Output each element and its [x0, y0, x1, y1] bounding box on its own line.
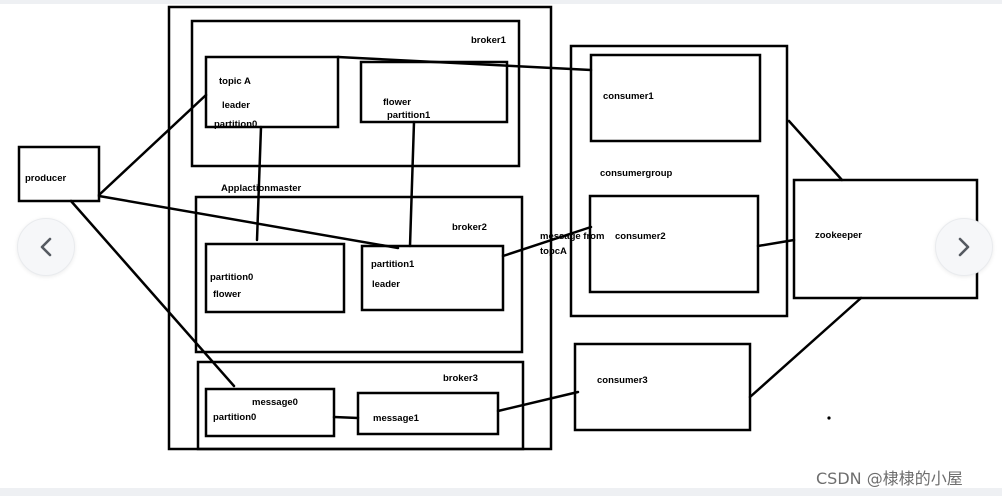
consumer2-to-zookeeper-line — [756, 238, 796, 248]
broker2-partition1-box — [360, 244, 505, 312]
stray-dot — [827, 416, 831, 420]
chevron-right-icon — [958, 237, 970, 257]
topca-label: topcA — [540, 246, 567, 257]
boxes — [17, 5, 979, 451]
topic-a-leader-label: leader — [222, 100, 250, 111]
broker2-partition0-box — [204, 242, 346, 314]
message1-to-consumer3-line — [496, 390, 580, 413]
consumer-group-to-zookeeper-line — [787, 119, 844, 182]
broker1-partition1-box — [359, 60, 509, 124]
message-from-label: message from — [540, 231, 604, 242]
partition0-replica-line — [255, 125, 263, 242]
broker2-title: broker2 — [452, 222, 487, 233]
broker2-flower-label: flower — [213, 289, 241, 300]
topic-a-label: topic A — [219, 76, 251, 87]
connectors — [69, 55, 863, 420]
message0-to-message1-line — [332, 415, 360, 420]
broker1-title: broker1 — [471, 35, 507, 46]
broker1-flower-label: flower — [383, 97, 411, 108]
consumer-group-label: consumergroup — [600, 168, 673, 179]
consumer3-box — [573, 342, 752, 432]
message0-box — [204, 387, 336, 438]
consumer2-box — [588, 194, 760, 294]
topic-a-partition0-box — [204, 55, 340, 129]
broker2-partition1-label: partition1 — [371, 259, 415, 270]
labels: producer Applactionmaster broker1 topic … — [25, 35, 862, 424]
broker2-box — [194, 195, 524, 354]
producer-to-topic-a-line — [97, 93, 208, 197]
producer-box — [17, 145, 101, 203]
broker2-partition0-label: partition0 — [210, 272, 253, 283]
partition1-to-consumer2-line — [501, 225, 593, 258]
broker1-partition1-label: partition1 — [387, 110, 431, 121]
topic-a-to-consumer1-line — [336, 55, 593, 72]
chevron-left-icon — [40, 237, 52, 257]
topic-a-partition0-label: partition0 — [214, 119, 257, 130]
consumer3-label: consumer3 — [597, 375, 648, 386]
message0-partition0-label: partition0 — [213, 412, 256, 423]
broker2-leader-label: leader — [372, 279, 400, 290]
zookeeper-label: zookeeper — [815, 230, 862, 241]
consumer3-to-zookeeper-line — [748, 296, 863, 399]
producer-to-message0-line — [69, 199, 236, 388]
top-border — [0, 0, 1002, 4]
consumer-group-box — [569, 44, 789, 318]
broker1-box — [190, 19, 521, 168]
previous-image-button[interactable] — [17, 218, 75, 276]
next-image-button[interactable] — [935, 218, 993, 276]
consumer1-box — [589, 53, 762, 143]
partition1-replica-line — [408, 120, 416, 248]
consumer2-label: consumer2 — [615, 231, 666, 242]
applaction-master-label: Applactionmaster — [221, 183, 302, 194]
broker3-title: broker3 — [443, 373, 478, 384]
watermark: CSDN @棣棣的小屋 — [816, 469, 963, 488]
message1-label: message1 — [373, 413, 420, 424]
producer-to-broker2-partition1-line — [97, 194, 400, 250]
message0-label: message0 — [252, 397, 298, 408]
message1-box — [356, 391, 500, 436]
consumer1-label: consumer1 — [603, 91, 654, 102]
producer-label: producer — [25, 173, 66, 184]
bottom-border — [0, 488, 1002, 496]
